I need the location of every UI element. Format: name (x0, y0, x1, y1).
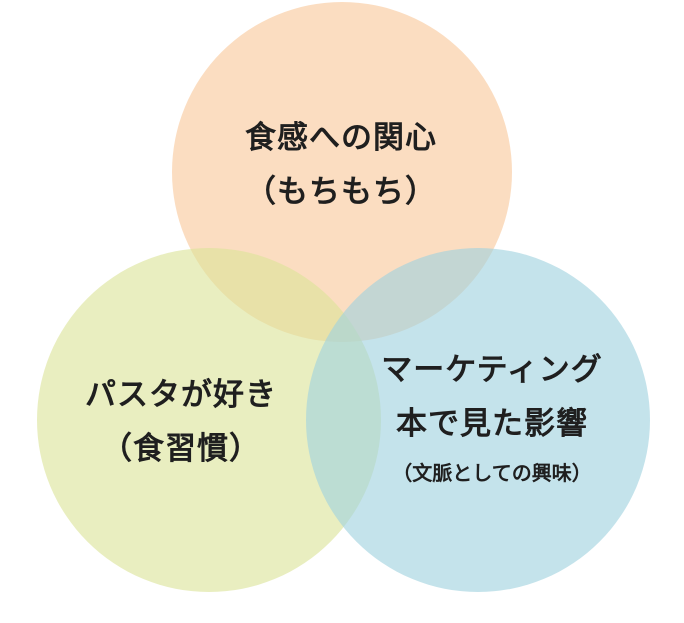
circle-right-title-line2: 本で見た影響 (396, 406, 588, 442)
circle-left (37, 248, 381, 592)
circle-right-label: マーケティング 本で見た影響 （文脈としての興味） (332, 343, 652, 495)
circle-right (306, 248, 650, 592)
circle-left-subtitle: （食習慣） (101, 431, 261, 467)
circle-left-label: パスタが好き （食習慣） (40, 368, 322, 476)
circle-top-title: 食感への関心 (245, 120, 437, 156)
circle-left-title: パスタが好き (85, 377, 277, 413)
circle-top-subtitle: （もちもち） (245, 174, 437, 210)
circle-right-title-line1: マーケティング (381, 352, 603, 388)
circle-top-label: 食感への関心 （もちもち） (176, 111, 506, 219)
circle-right-subtitle: （文脈としての興味） (392, 461, 592, 485)
